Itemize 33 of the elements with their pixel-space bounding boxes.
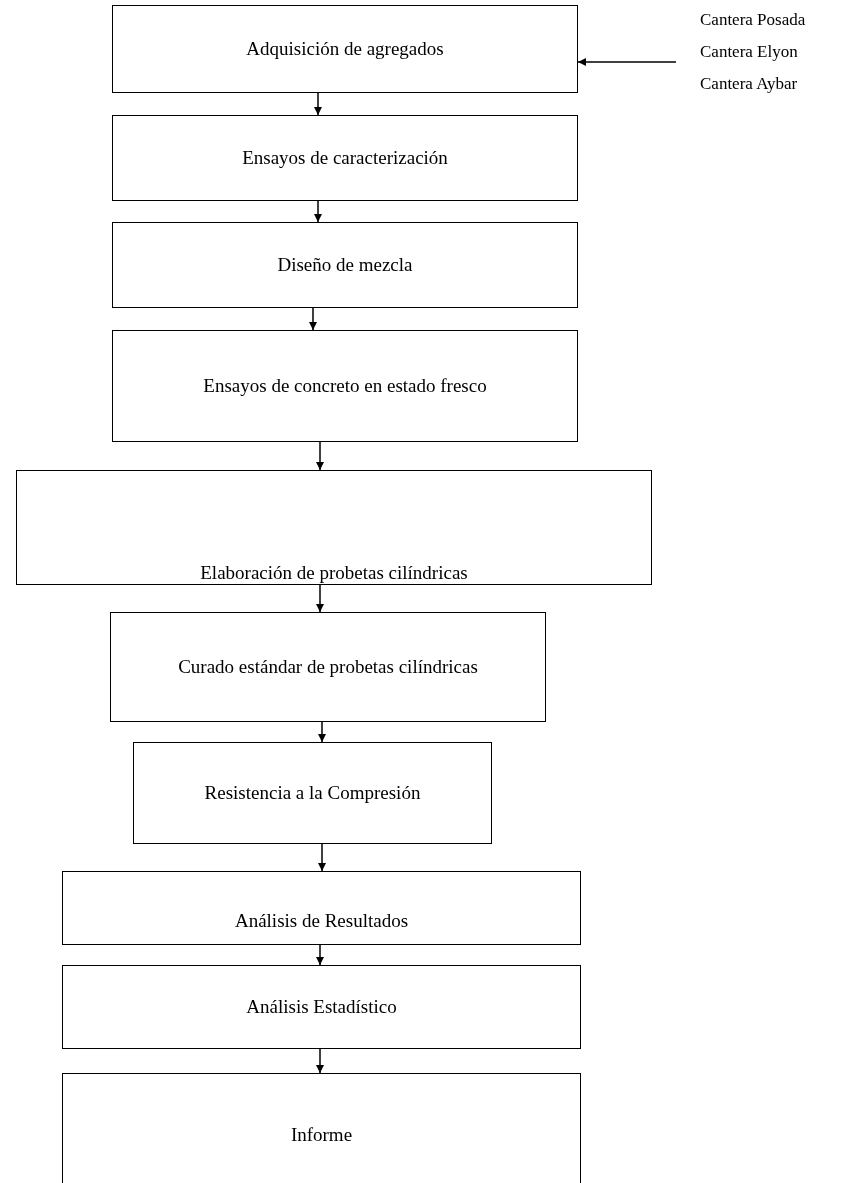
step-label: Curado estándar de probetas cilíndricas [178,656,478,678]
step-label: Diseño de mezcla [277,254,413,276]
process-box [112,115,578,201]
process-box [16,470,652,585]
step-label: Análisis de Resultados [234,910,409,932]
arrow [314,200,322,223]
arrow [316,441,324,471]
arrow [318,843,326,872]
step-label: Ensayos de concreto en estado fresco [203,375,487,397]
process-box [110,612,546,722]
arrow [577,58,677,66]
process-box [112,5,578,93]
process-box [112,222,578,308]
arrow [316,1048,324,1074]
process-box [62,871,581,945]
step-label: Adquisición de agregados [246,38,444,60]
step-label: Resistencia a la Compresión [204,782,421,804]
source-label: Cantera Posada [700,10,806,30]
process-box [62,1073,581,1183]
process-box [112,330,578,442]
arrow [316,944,324,966]
step-label: Informe [290,1124,353,1146]
arrow [314,92,322,116]
step-label: Análisis Estadístico [246,996,397,1018]
source-label: Cantera Aybar [700,74,799,94]
step-label: Elaboración de probetas cilíndricas [200,562,468,584]
process-box [62,965,581,1049]
arrow [318,721,326,743]
arrow [316,584,324,613]
source-label: Cantera Elyon [700,42,799,62]
arrow [309,307,317,331]
step-label: Ensayos de caracterización [242,147,448,169]
process-box [133,742,492,844]
